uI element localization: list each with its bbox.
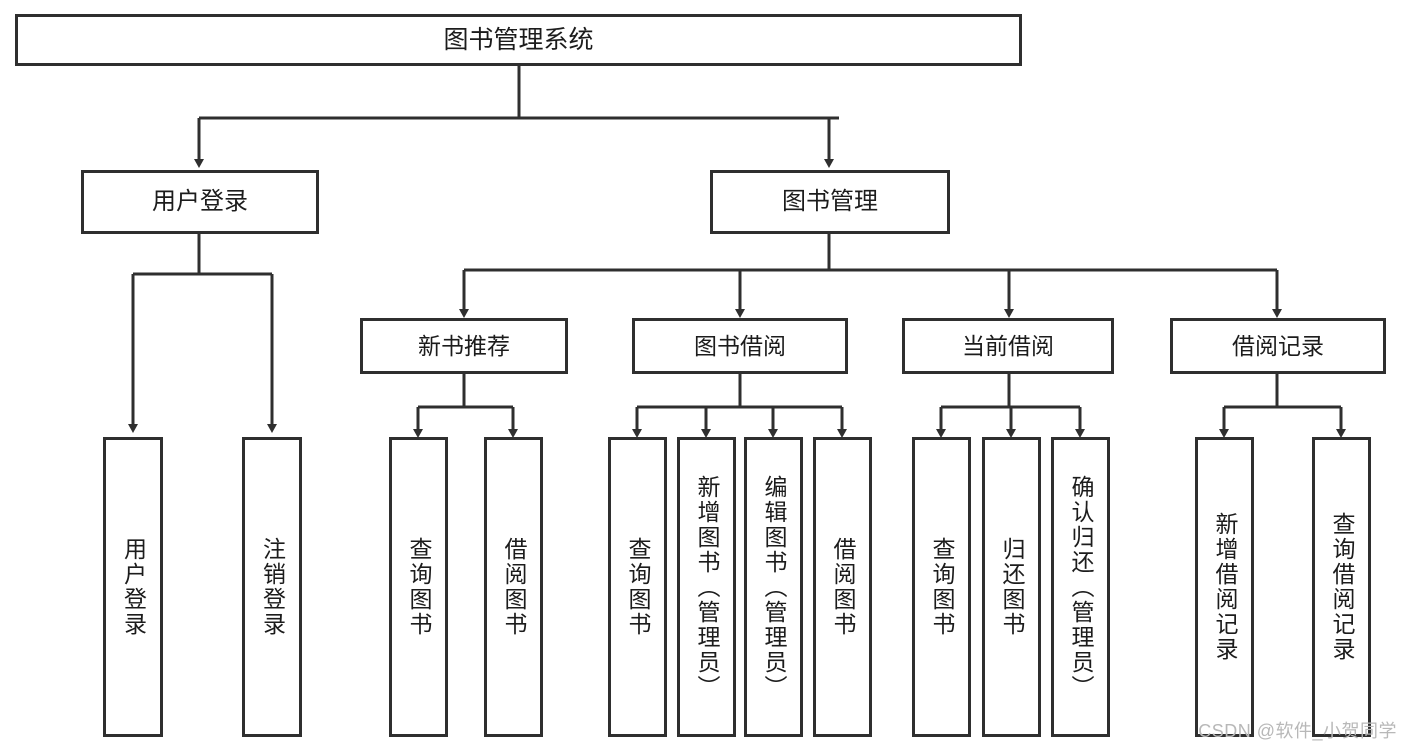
leaf-query-books-1-label: 查询图书 xyxy=(406,537,432,637)
leaf-logout[interactable]: 注销登录 xyxy=(242,437,302,737)
leaf-confirm-return-admin[interactable]: 确认归还（管理员） xyxy=(1051,437,1110,737)
node-root-system[interactable]: 图书管理系统 xyxy=(15,14,1022,66)
leaf-query-books-2[interactable]: 查询图书 xyxy=(608,437,667,737)
node-book-borrow-label: 图书借阅 xyxy=(694,332,786,359)
leaf-borrow-books-2-label: 借阅图书 xyxy=(830,537,856,637)
leaf-borrow-books-2[interactable]: 借阅图书 xyxy=(813,437,872,737)
leaf-query-books-3[interactable]: 查询图书 xyxy=(912,437,971,737)
leaf-return-books[interactable]: 归还图书 xyxy=(982,437,1041,737)
leaf-user-login[interactable]: 用户登录 xyxy=(103,437,163,737)
leaf-borrow-books-1[interactable]: 借阅图书 xyxy=(484,437,543,737)
leaf-query-books-3-label: 查询图书 xyxy=(929,537,955,637)
node-borrow-records[interactable]: 借阅记录 xyxy=(1170,318,1386,374)
node-new-book-recommend[interactable]: 新书推荐 xyxy=(360,318,568,374)
leaf-confirm-return-admin-label: 确认归还（管理员） xyxy=(1068,474,1094,700)
leaf-add-borrow-record-label: 新增借阅记录 xyxy=(1212,512,1238,662)
leaf-add-borrow-record[interactable]: 新增借阅记录 xyxy=(1195,437,1254,737)
leaf-user-login-label: 用户登录 xyxy=(120,537,147,637)
leaf-return-books-label: 归还图书 xyxy=(999,537,1025,637)
leaf-borrow-books-1-label: 借阅图书 xyxy=(501,537,527,637)
node-current-borrow-label: 当前借阅 xyxy=(962,332,1054,359)
node-book-management[interactable]: 图书管理 xyxy=(710,170,950,234)
csdn-watermark: CSDN @软件_小贺同学 xyxy=(1198,721,1397,741)
leaf-add-book-admin[interactable]: 新增图书（管理员） xyxy=(677,437,736,737)
node-user-login-label: 用户登录 xyxy=(152,188,248,216)
node-user-login[interactable]: 用户登录 xyxy=(81,170,319,234)
leaf-query-borrow-record-label: 查询借阅记录 xyxy=(1329,512,1355,662)
leaf-edit-book-admin[interactable]: 编辑图书（管理员） xyxy=(744,437,803,737)
node-new-book-recommend-label: 新书推荐 xyxy=(418,332,510,359)
node-root-system-label: 图书管理系统 xyxy=(443,25,594,54)
leaf-query-books-1[interactable]: 查询图书 xyxy=(389,437,448,737)
leaf-logout-label: 注销登录 xyxy=(259,537,286,637)
node-book-borrow[interactable]: 图书借阅 xyxy=(632,318,848,374)
node-current-borrow[interactable]: 当前借阅 xyxy=(902,318,1114,374)
node-book-management-label: 图书管理 xyxy=(782,188,878,216)
node-borrow-records-label: 借阅记录 xyxy=(1232,332,1324,359)
leaf-query-borrow-record[interactable]: 查询借阅记录 xyxy=(1312,437,1371,737)
leaf-add-book-admin-label: 新增图书（管理员） xyxy=(694,474,720,700)
leaf-edit-book-admin-label: 编辑图书（管理员） xyxy=(761,474,787,700)
leaf-query-books-2-label: 查询图书 xyxy=(625,537,651,637)
